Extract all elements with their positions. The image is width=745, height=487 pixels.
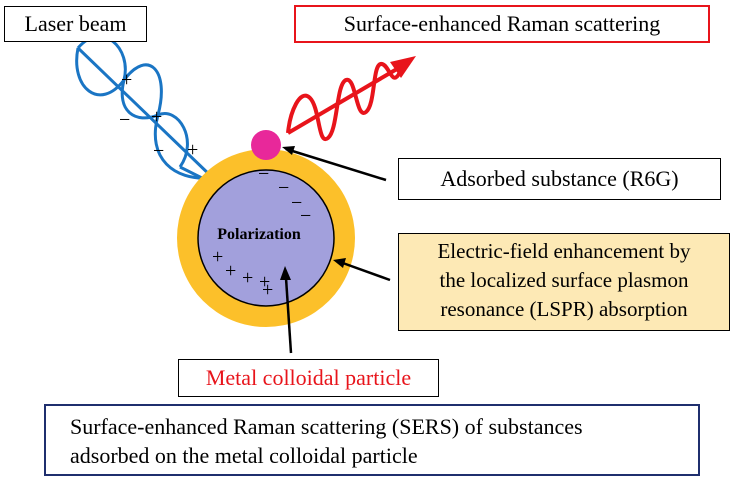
metal-particle-text: Metal colloidal particle	[205, 365, 412, 390]
efield-line: Electric-field enhancement by	[437, 239, 691, 263]
wave-charge: +	[151, 106, 162, 128]
polarization-label: Polarization	[217, 226, 301, 243]
wave-charge: +	[121, 69, 132, 91]
efield-line: the localized surface plasmon	[439, 268, 689, 292]
positive-charge: +	[259, 271, 270, 293]
efield-line: resonance (LSPR) absorption	[440, 297, 688, 321]
particle-charges: − − − − + + + + +	[212, 163, 311, 301]
wave-charge: −	[119, 109, 130, 131]
negative-charge: −	[258, 163, 269, 185]
summary-line: adsorbed on the metal colloidal particle	[70, 443, 418, 468]
adsorbed-pointer-line	[285, 147, 387, 182]
laser-beam-label: Laser beam	[4, 6, 147, 42]
raman-wave	[286, 56, 416, 142]
negative-charge: −	[300, 205, 311, 227]
sers-label: Surface-enhanced Raman scattering	[294, 5, 710, 43]
summary-caption: Surface-enhanced Raman scattering (SERS)…	[44, 404, 700, 476]
particle-core	[197, 169, 335, 307]
raman-arrowhead	[390, 56, 416, 78]
positive-charge: +	[242, 267, 253, 289]
laser-axis	[76, 46, 215, 180]
laser-beam-wave	[75, 35, 219, 186]
metal-pointer-line	[284, 277, 293, 354]
negative-charge: −	[278, 177, 289, 199]
negative-charge: −	[291, 192, 302, 214]
positive-charge: +	[225, 260, 236, 282]
raman-axis	[286, 64, 404, 135]
wave-charge: +	[187, 139, 198, 161]
adsorbed-substance-text: Adsorbed substance (R6G)	[440, 166, 679, 191]
positive-charge: +	[212, 246, 223, 268]
metal-colloidal-particle	[177, 130, 355, 327]
efield-enhancement-label: Electric-field enhancement by the locali…	[398, 233, 730, 331]
metal-pointer-head	[280, 266, 291, 280]
efield-pointer-line	[339, 260, 391, 282]
pointer-lines	[280, 146, 391, 354]
adsorbed-substance-label: Adsorbed substance (R6G)	[398, 158, 721, 200]
summary-line: Surface-enhanced Raman scattering (SERS)…	[70, 414, 583, 439]
raman-wave-path	[286, 62, 402, 142]
wave-charges: + − + − +	[119, 69, 198, 162]
laser-beam-text: Laser beam	[24, 11, 127, 36]
laser-wave-path-2	[75, 47, 209, 180]
adsorbed-molecule	[251, 130, 281, 160]
wave-charge: −	[153, 140, 164, 162]
adsorbed-pointer-head	[282, 146, 295, 155]
efield-pointer-head	[333, 258, 346, 268]
positive-charge: +	[262, 279, 273, 301]
sers-text: Surface-enhanced Raman scattering	[343, 11, 661, 36]
metal-particle-label: Metal colloidal particle	[178, 359, 439, 397]
